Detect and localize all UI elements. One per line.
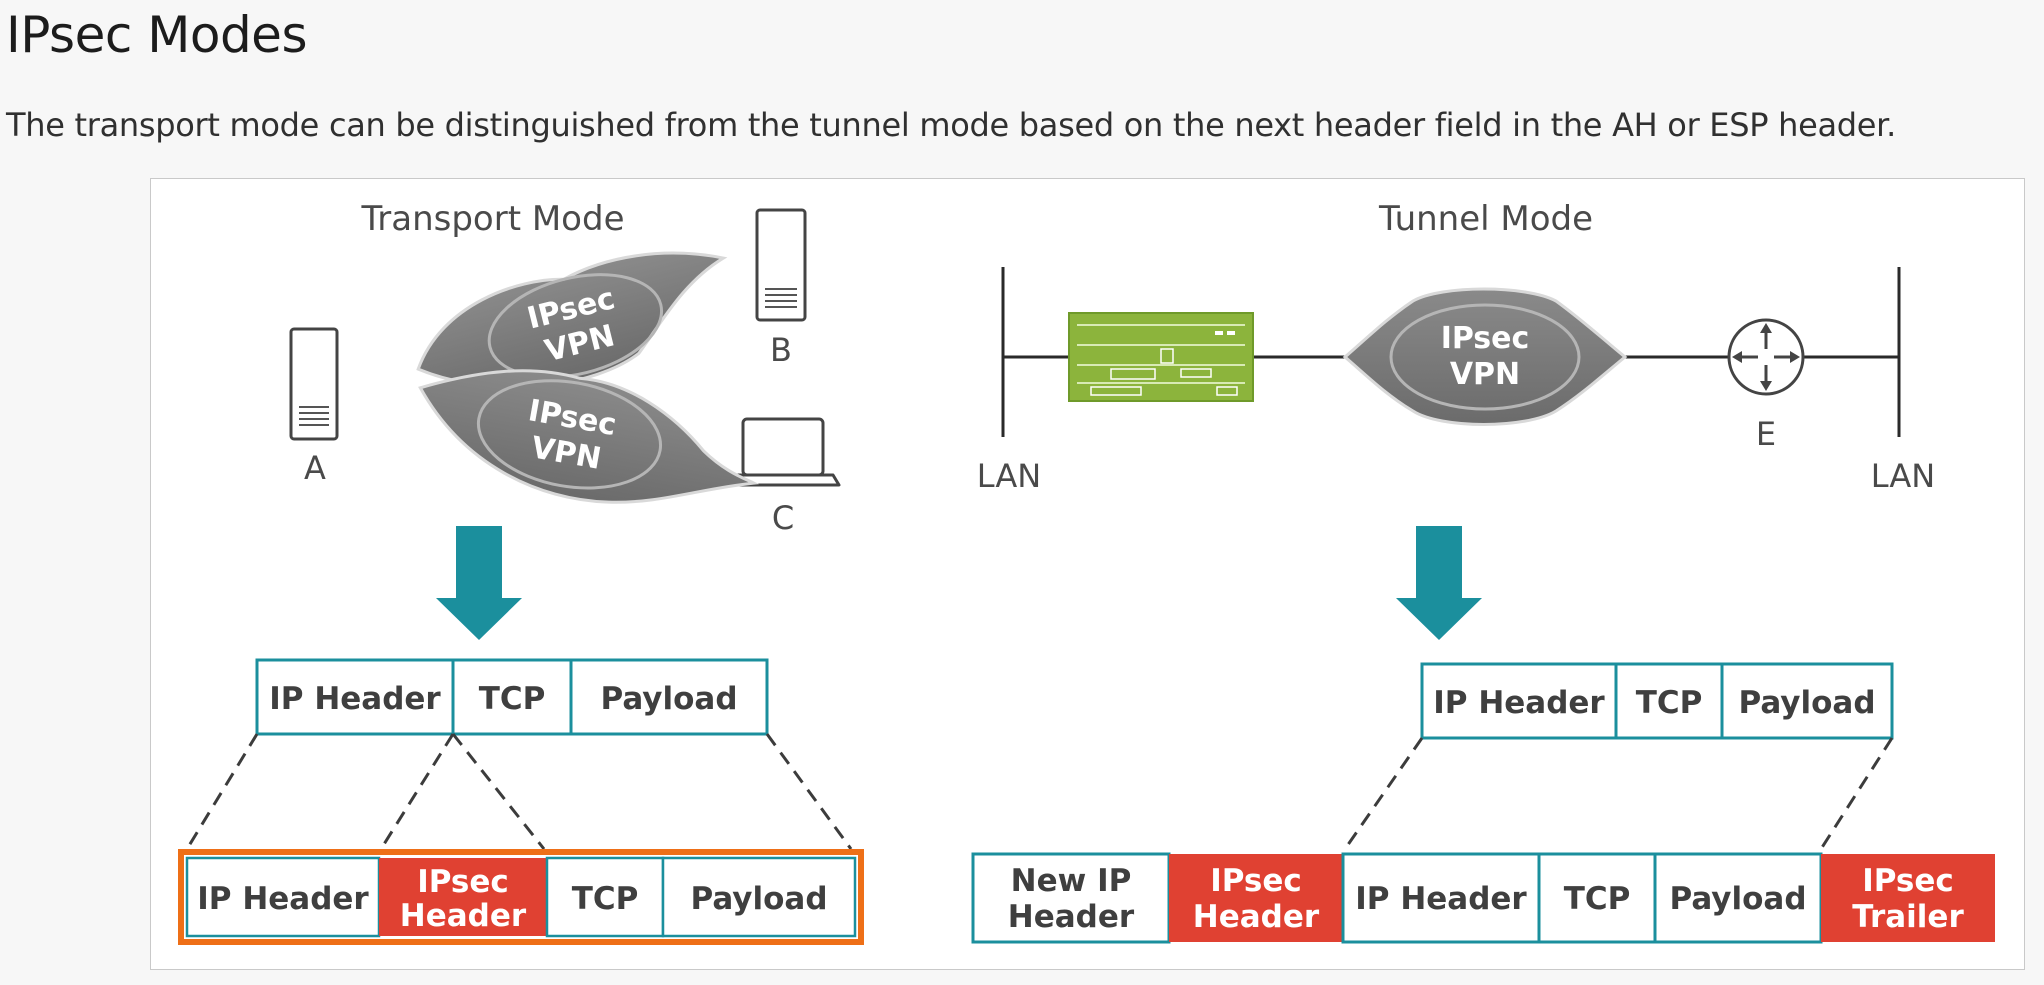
transport-down-arrow-icon: [436, 526, 522, 640]
transport-ipsec-tcp: TCP: [572, 881, 639, 917]
router-e-label: E: [1756, 415, 1776, 453]
tunnel-lan-left-label: LAN: [977, 457, 1041, 495]
transport-vpn-a-b: IPsec VPN: [416, 251, 728, 389]
tunnel-network-lines: [1001, 267, 1901, 437]
tunnel-ipsec-packet: New IP Header IPsec Header IP Header TCP…: [971, 852, 1995, 944]
transport-ipsec-ip-header: IP Header: [197, 881, 369, 917]
host-c-label: C: [772, 499, 794, 537]
transport-ipsec-packet: IP Header IPsec Header TCP Payload: [178, 849, 864, 945]
tunnel-down-arrow-icon: [1396, 526, 1482, 640]
tunnel-ipsec-trailer-line2: Trailer: [1852, 899, 1964, 935]
page-title: IPsec Modes: [6, 6, 308, 64]
tunnel-original-packet: IP Header TCP Payload: [1420, 662, 1894, 740]
tunnel-lan-right-label: LAN: [1871, 457, 1935, 495]
transport-ipsec-payload: Payload: [690, 881, 827, 917]
host-b-label: B: [770, 331, 792, 369]
transport-orig-tcp: TCP: [479, 681, 546, 717]
tunnel-vpn-line2: VPN: [1450, 357, 1520, 392]
host-c-laptop-icon: [725, 417, 841, 487]
transport-vpn-a-c: IPsec VPN: [418, 369, 760, 504]
router-e-icon: [1727, 318, 1805, 396]
tunnel-inner-tcp: TCP: [1564, 881, 1631, 917]
transport-mapping-lines: [185, 733, 853, 850]
tunnel-mode-title: Tunnel Mode: [1378, 199, 1593, 239]
tunnel-new-ip-header-line1: New IP: [1011, 863, 1132, 899]
host-a-server-icon: [289, 327, 339, 441]
transport-mode-title: Transport Mode: [361, 199, 625, 239]
tunnel-inner-payload: Payload: [1669, 881, 1806, 917]
tunnel-orig-tcp: TCP: [1636, 685, 1703, 721]
transport-original-packet: IP Header TCP Payload: [255, 658, 769, 736]
host-a-label: A: [304, 449, 326, 487]
ipsec-modes-diagram: Transport Mode A B C IPsec VPN IPsec VPN: [178, 199, 1995, 945]
security-gateway-device-icon: [1068, 312, 1254, 402]
tunnel-ipsec-header-line1: IPsec: [1210, 863, 1302, 899]
transport-ipsec-header-line1: IPsec: [417, 864, 509, 900]
tunnel-inner-ip-header: IP Header: [1355, 881, 1527, 917]
tunnel-new-ip-header-line2: Header: [1008, 899, 1135, 935]
tunnel-orig-ip-header: IP Header: [1433, 685, 1605, 721]
ipsec-modes-figure: Transport Mode A B C IPsec VPN IPsec VPN: [150, 178, 2025, 970]
tunnel-vpn-line1: IPsec: [1441, 321, 1530, 356]
transport-orig-ip-header: IP Header: [269, 681, 441, 717]
intro-text: The transport mode can be distinguished …: [6, 106, 1896, 144]
host-b-server-icon: [755, 208, 807, 322]
transport-orig-payload: Payload: [600, 681, 737, 717]
tunnel-ipsec-trailer-line1: IPsec: [1862, 863, 1954, 899]
transport-ipsec-header-line2: Header: [400, 898, 527, 934]
tunnel-vpn: IPsec VPN: [1342, 287, 1628, 426]
tunnel-ipsec-header-line2: Header: [1193, 899, 1320, 935]
tunnel-orig-payload: Payload: [1738, 685, 1875, 721]
tunnel-mapping-lines: [1343, 737, 1894, 850]
